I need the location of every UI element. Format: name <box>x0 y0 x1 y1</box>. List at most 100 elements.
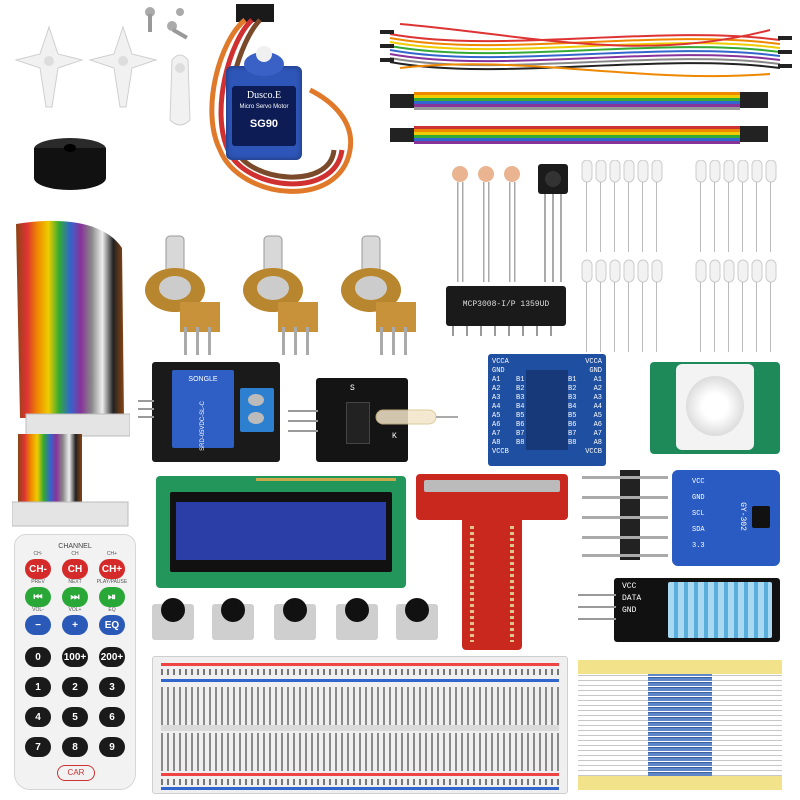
cap-label: PLAY/PAUSE <box>96 579 128 585</box>
potentiometer-1 <box>145 235 220 355</box>
cap-label: VOL+ <box>68 607 82 613</box>
pin-label: GND <box>692 494 705 502</box>
screw-icon <box>145 7 188 40</box>
pin-label: VCCB <box>492 448 509 456</box>
t-cobbler-board <box>416 474 568 520</box>
pin-label: A8 <box>593 439 602 447</box>
servo-subtitle: Micro Servo Motor <box>239 104 289 110</box>
pin-label: VCC <box>622 582 637 591</box>
pin-label: GND <box>492 367 505 375</box>
remote-logo: CAR <box>57 765 95 781</box>
push-button <box>336 598 378 640</box>
level-shifter: VCCA GND A1 A2 A3 A4 A5 A6 A7 A8 VCCB VC… <box>488 354 606 466</box>
sensor-k-label: K <box>392 432 397 441</box>
remote-key-vol-up[interactable]: + <box>62 615 88 635</box>
reed-switch <box>375 409 458 425</box>
pin-label: A2 <box>492 385 501 393</box>
remote-key-3[interactable]: 3 <box>99 677 125 697</box>
terminal-block <box>240 388 274 432</box>
cap-label: CH- <box>33 551 43 557</box>
pin-label: 3.3 <box>692 542 705 550</box>
remote-key-play[interactable]: ⏯ <box>99 587 125 607</box>
ir-receiver <box>538 164 568 282</box>
remote-key-ch[interactable]: CH <box>62 559 88 579</box>
remote-key-0[interactable]: 0 <box>25 647 51 667</box>
push-button <box>396 598 438 640</box>
remote-key-eq[interactable]: EQ <box>99 615 125 635</box>
remote-key-5[interactable]: 5 <box>62 707 88 727</box>
pin-label: A3 <box>492 394 501 402</box>
jumper-wires <box>380 23 792 144</box>
lcd-screen <box>176 502 386 560</box>
servo-model: SG90 <box>249 118 279 130</box>
servo-brand: Dusco.E <box>246 90 282 101</box>
cap-label: VOL- <box>32 607 44 613</box>
push-buttons <box>150 598 440 650</box>
pin-label: B2 <box>568 385 577 393</box>
remote-key-6[interactable]: 6 <box>99 707 125 727</box>
pin-label: B5 <box>516 412 525 420</box>
remote-key-1[interactable]: 1 <box>25 677 51 697</box>
pin-label: DATA <box>622 594 642 603</box>
light-sensor-label: GY-302 <box>737 502 747 531</box>
dht-pins: VCC DATA GND <box>622 582 641 618</box>
remote-key-200[interactable]: 200+ <box>99 647 125 667</box>
remote-header: CHANNEL <box>58 543 92 550</box>
led-group-2 <box>695 160 777 352</box>
remote-key-9[interactable]: 9 <box>99 737 125 757</box>
cap-label: EQ <box>108 607 116 613</box>
breadboard <box>152 656 568 794</box>
remote-key-vol-down[interactable]: − <box>25 615 51 635</box>
pin-label: A1 <box>593 376 602 384</box>
remote-key-ch-plus[interactable]: CH+ <box>99 559 125 579</box>
pin-label: A4 <box>492 403 501 411</box>
potentiometer-3 <box>341 235 416 355</box>
light-sensor-module: VCC GND SCL SDA 3.3 GY-302 <box>672 470 780 566</box>
pin-label: B4 <box>568 403 577 411</box>
pin-label: B3 <box>516 394 525 402</box>
ic-chip: MCP3008-I/P 1359UD <box>446 286 566 336</box>
remote-key-100[interactable]: 100+ <box>62 647 88 667</box>
push-button <box>274 598 316 640</box>
dht-sensor-grid <box>668 582 772 638</box>
servo-horn-double <box>14 25 84 108</box>
ribbon-cable <box>11 218 131 530</box>
remote-key-8[interactable]: 8 <box>62 737 88 757</box>
pin-label: A7 <box>492 430 501 438</box>
cap-label: NEXT <box>68 579 82 585</box>
pin-label: B4 <box>516 403 525 411</box>
remote-key-prev[interactable]: ⏮ <box>25 587 51 607</box>
pin-label: A5 <box>593 412 602 420</box>
remote-key-4[interactable]: 4 <box>25 707 51 727</box>
push-button <box>152 598 194 640</box>
pin-label: B5 <box>568 412 577 420</box>
cap-label: CH+ <box>106 551 118 557</box>
pin-label: SCL <box>692 510 705 518</box>
pin-label: B8 <box>568 439 577 447</box>
pin-label: B8 <box>516 439 525 447</box>
pin-label: B7 <box>568 430 577 438</box>
pin-headers <box>582 470 668 560</box>
pin-label: B3 <box>568 394 577 402</box>
pin-label: B7 <box>516 430 525 438</box>
led-group-1 <box>581 160 663 352</box>
relay-module: SONGLE SRD-05VDC-SL-C <box>138 362 280 462</box>
push-button <box>212 598 254 640</box>
remote-key-2[interactable]: 2 <box>62 677 88 697</box>
pin-label: A1 <box>492 376 501 384</box>
sensor-pin-label: S <box>350 384 355 393</box>
remote-key-ch-minus[interactable]: CH- <box>25 559 51 579</box>
pin-label: GND <box>589 367 602 375</box>
buzzer <box>34 138 106 196</box>
remote-key-7[interactable]: 7 <box>25 737 51 757</box>
pin-label: B6 <box>568 421 577 429</box>
pin-label: A2 <box>593 385 602 393</box>
pin-label: A5 <box>492 412 501 420</box>
pin-label: A3 <box>593 394 602 402</box>
cap-label: CH <box>71 551 79 557</box>
t-cobbler-stem <box>462 516 522 650</box>
pir-sensor <box>650 362 780 454</box>
pin-label: VCCA <box>585 358 602 366</box>
pin-label: A7 <box>593 430 602 438</box>
remote-key-next[interactable]: ⏭ <box>62 587 88 607</box>
